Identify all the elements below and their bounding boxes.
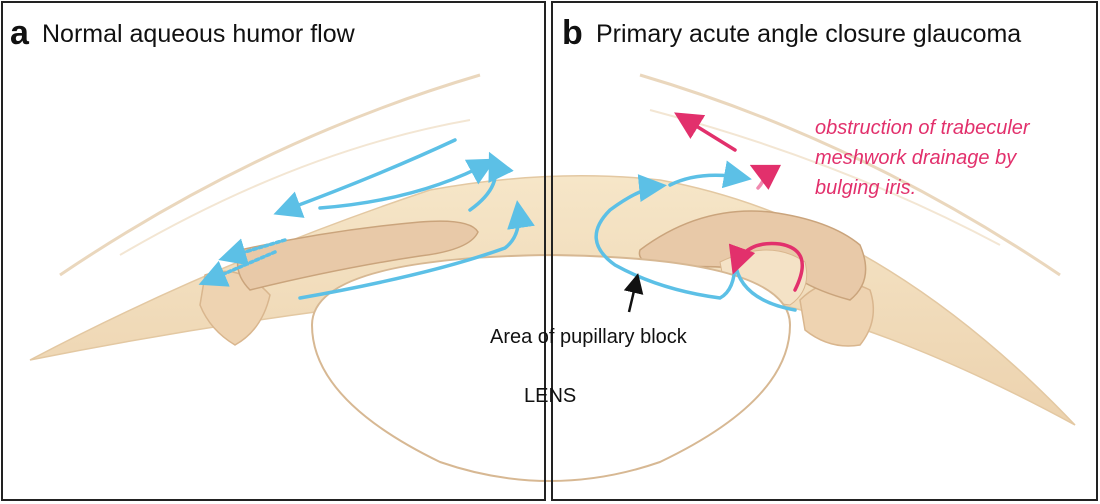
flow-arrow-posterior-upflow xyxy=(298,200,535,300)
flow-arrow-hook xyxy=(749,164,782,190)
cornea-outline-left xyxy=(59,73,481,277)
panel-b-letter: b xyxy=(562,14,583,52)
flow-arrow-inner-rising xyxy=(318,158,497,210)
panel-a-frame xyxy=(1,1,546,501)
annotation-line-2: meshwork drainage by xyxy=(815,147,1017,169)
obstruction-annotation: obstruction of trabeculer meshwork drain… xyxy=(815,117,1031,199)
panel-a-flow-arrows xyxy=(198,138,535,300)
pupillary-block-pointer xyxy=(623,273,644,313)
panel-b-flow-arrows xyxy=(594,112,804,312)
annotation-line-3: bulging iris. xyxy=(815,177,916,199)
panel-b-title: Primary acute angle closure glaucoma xyxy=(596,20,1021,48)
panel-a-title: Normal aqueous humor flow xyxy=(42,20,356,48)
flow-arrow-upper-trabecular xyxy=(273,138,457,218)
panel-b-frame xyxy=(551,1,1098,501)
iris-left xyxy=(236,220,479,291)
flow-arrow-dotted-upper xyxy=(218,238,287,266)
lens-label: LENS xyxy=(524,385,576,407)
cornea-outline-right xyxy=(639,73,1061,277)
annotation-line-1: obstruction of trabeculer xyxy=(815,117,1031,139)
flow-arrow-blocked-top xyxy=(668,160,752,189)
cornea-outline-left-inner xyxy=(119,119,471,256)
flow-arrow-outflow-blocked xyxy=(674,112,737,152)
flow-arrow-back-curve xyxy=(468,151,514,212)
pupillary-block-label: Area of pupillary block xyxy=(490,326,688,348)
panel-a-letter: a xyxy=(10,14,30,52)
flow-arrow-bulge-loop xyxy=(728,241,804,292)
flow-arrow-dotted-lower xyxy=(198,250,277,287)
